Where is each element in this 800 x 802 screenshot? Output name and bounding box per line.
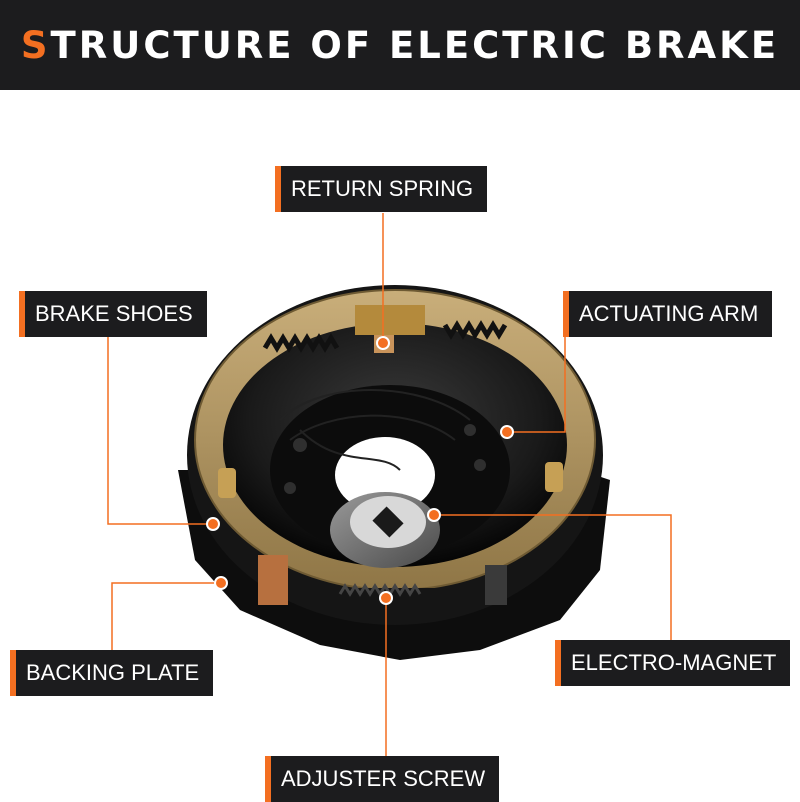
leader-backing-plate xyxy=(111,582,221,655)
dot-actuating-arm xyxy=(500,425,514,439)
title-banner xyxy=(0,0,800,90)
dot-electro-magnet xyxy=(427,508,441,522)
title-first-letter: S xyxy=(20,23,51,67)
leader-lines xyxy=(107,213,672,760)
dot-return-spring xyxy=(376,336,390,350)
label-return-spring: RETURN SPRING xyxy=(275,166,488,212)
callout-dots xyxy=(206,336,514,605)
dot-adjuster-screw xyxy=(379,591,393,605)
hold-down-pins xyxy=(218,462,563,498)
leader-actuating-arm xyxy=(507,337,566,433)
title-text: TRUCTURE OF ELECTRIC BRAKE xyxy=(50,23,780,67)
label-electro-magnet: ELECTRO-MAGNET xyxy=(555,640,791,686)
leader-electro-magnet xyxy=(434,514,672,642)
label-actuating-arm: ACTUATING ARM xyxy=(563,291,773,337)
return-springs xyxy=(262,320,508,353)
label-backing-plate: BACKING PLATE xyxy=(10,650,214,696)
dot-brake-shoes xyxy=(206,517,220,531)
dot-backing-plate xyxy=(214,576,228,590)
leader-brake-shoes xyxy=(107,337,213,525)
label-brake-shoes: BRAKE SHOES xyxy=(19,291,207,337)
wires xyxy=(279,389,471,471)
inner-plate xyxy=(270,385,510,555)
actuating-arm xyxy=(355,305,425,353)
adjuster-screw xyxy=(258,555,507,605)
electro-magnet xyxy=(330,492,440,568)
label-adjuster-screw: ADJUSTER SCREW xyxy=(265,756,500,802)
